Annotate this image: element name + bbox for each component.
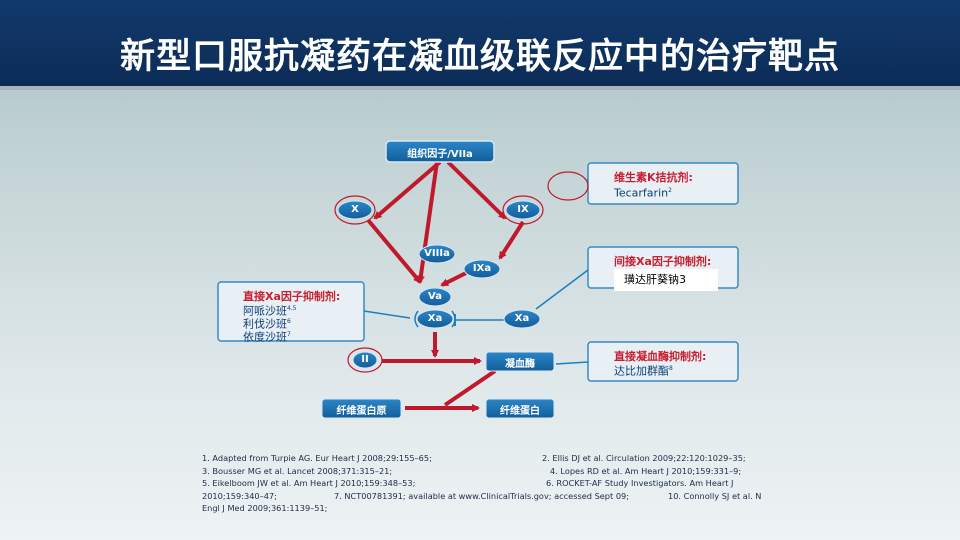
ref-10-cont: Engl J Med 2009;361:1139–51; — [202, 503, 328, 513]
node-xa-indirect — [503, 309, 541, 329]
xa-bracket-left — [414, 310, 419, 328]
node-xa — [416, 309, 454, 329]
label-thrombin: 凝血酶 — [505, 359, 535, 370]
label-fibrinogen: 纤维蛋白原 — [336, 406, 387, 417]
label-xa: Xa — [427, 313, 443, 324]
label-fibrin: 纤维蛋白 — [500, 406, 540, 417]
label-va: Va — [428, 291, 442, 302]
vitk-drug: Tecarfarin2 — [614, 186, 672, 200]
direct-thrombin-inhibitor-box — [587, 341, 739, 382]
arrow-tf-to-ix — [446, 160, 507, 220]
direct-thrombin-heading: 直接凝血酶抑制剂: — [614, 350, 707, 363]
vitk-heading: 维生素K拮抗剂: — [614, 171, 693, 184]
x-target-circle — [334, 195, 376, 225]
header-bar: 新型口服抗凝药在凝血级联反应中的治疗靶点 — [0, 0, 960, 90]
line-direct-thrombin — [555, 361, 589, 365]
node-ii — [352, 351, 378, 369]
arrow-tf-to-xa — [416, 161, 439, 284]
node-va — [418, 287, 452, 307]
node-fibrinogen — [321, 398, 402, 419]
node-ixa — [463, 259, 501, 279]
direct-xa-drug-3: 依度沙班7 — [243, 330, 291, 344]
node-fibrin — [485, 398, 555, 419]
ref-6-cont: 2010;159:340–47; — [202, 490, 277, 501]
ref-7: 7. NCT00781391; available at www.Clinica… — [334, 490, 629, 501]
node-thrombin — [485, 351, 555, 372]
direct-thrombin-drug: 达比加群酯8 — [614, 364, 673, 378]
arrow-ixa-to-xa — [440, 270, 469, 287]
label-ix: IX — [517, 204, 529, 215]
indirect-xa-drug-overlay: 璜达肝葵钠3 — [614, 269, 718, 291]
direct-xa-drug-2: 利伐沙班6 — [243, 317, 291, 331]
xa-bracket-right — [451, 310, 456, 328]
line-direct-xa — [363, 310, 411, 319]
ref-1: 1. Adapted from Turpie AG. Eur Heart J 2… — [202, 453, 432, 463]
indirect-xa-heading: 间接Xa因子抑制剂: — [614, 255, 712, 268]
ref-4: 4. Lopes RD et al. Am Heart J 2010;159:3… — [550, 465, 742, 476]
label-ixa: IXa — [472, 263, 492, 274]
label-ii: II — [361, 354, 369, 365]
label-viiia: VIIIa — [424, 248, 450, 259]
arrow-x-to-xa — [366, 218, 422, 284]
node-viiia — [418, 244, 456, 264]
references: 1. Adapted from Turpie AG. Eur Heart J 2… — [202, 452, 802, 515]
label-x: X — [351, 204, 359, 215]
direct-xa-heading: 直接Xa因子抑制剂: — [243, 290, 341, 303]
node-tf-viia — [385, 140, 495, 163]
vitk-target-circle — [547, 171, 589, 201]
ref-5: 5. Eikelboom JW et al. Am Heart J 2010;1… — [202, 478, 416, 488]
line-indirect-xa — [535, 269, 589, 310]
arrow-ix-to-ixa — [498, 220, 525, 260]
ref-6: 6. ROCKET-AF Study Investigators. Am Hea… — [546, 478, 734, 488]
node-x — [337, 200, 373, 220]
label-tf-viia: 组织因子/VIIa — [407, 149, 473, 160]
ref-3: 3. Bousser MG et al. Lancet 2008;371:315… — [202, 465, 393, 476]
slide-title: 新型口服抗凝药在凝血级联反应中的治疗靶点 — [119, 37, 840, 77]
label-xa-indirect: Xa — [514, 313, 530, 324]
node-ix — [505, 200, 541, 220]
direct-xa-drug-1: 阿哌沙班4,5 — [243, 304, 297, 318]
arrow-thrombin-curve — [443, 369, 497, 407]
arrow-tf-to-x — [373, 160, 442, 220]
ref-2: 2. Ellis DJ et al. Circulation 2009;22:1… — [542, 453, 746, 463]
ref-10: 10. Connolly SJ et al. N — [668, 490, 762, 501]
